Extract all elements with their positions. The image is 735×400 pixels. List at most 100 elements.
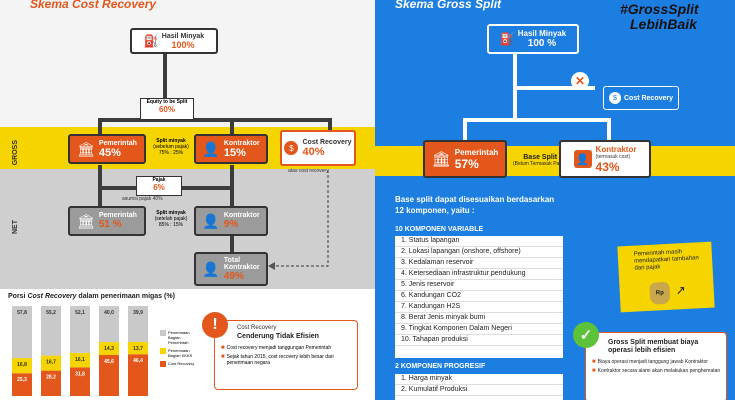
note-text: Pemerintah masih mendapatkan tambahan da… [633,249,699,272]
total-pct: 49% [223,270,244,282]
cost-recovery-box-right: $ Cost Recovery [603,86,679,110]
trend-up-icon: ↗ [675,282,687,298]
pipe-pem [98,118,102,134]
callout-item-text: Cost recovery menjadi tanggungan Pemerin… [226,345,332,351]
split-sub: (sebelum pajak) [153,144,189,150]
list-item: 8. Berat Jenis minyak bumi [395,313,563,324]
bar-value-label: 55,2 [46,310,56,316]
bar-segment [12,358,32,374]
kon-net-pct: 9% [223,219,239,230]
pipe-main [163,52,167,107]
bar-value-label: 39,9 [133,310,143,316]
pipe-kon [230,118,234,134]
callout-item-text: Sejak tahun 2015, cost recovery lebih be… [226,354,334,366]
eff-list: ■ Biaya operasi menjadi tanggung jawab K… [592,359,722,374]
prog-header: 2 KOMPONEN PROGRESIF [395,363,486,370]
base-split-sub: (Belum Termasuk Pajak) [513,161,568,167]
pajak-box: Pajak 6% [136,176,182,196]
right-title: Skema Gross Split [395,0,502,11]
bar-segment [99,342,119,355]
eff-item: ■ Kontraktor secara alami akan melakukan… [592,368,722,374]
bar-segment [41,370,61,396]
net-label: NET [12,220,19,234]
oil-pump-icon: ⛽ [499,32,515,46]
chart-legend: Penerimaan Bagian Pemerintah Penerimaan … [160,330,200,367]
legend-item: Cost Recovery [160,361,200,367]
split2-ratio: 85% : 15% [158,222,184,228]
pajak-note: asumsi pajak 40% [122,196,163,202]
hasil-pct-right: 100 % [527,38,557,49]
list-item: 1. Harga minyak [395,374,563,385]
dollar-icon: $ [608,92,621,104]
callout-title-b: Cenderung Tidak Efisien [237,333,319,340]
list-item: 9. Tingkat Komponen Dalam Negeri [395,324,563,335]
government-building-icon: 🏛 [77,212,95,229]
hasil-minyak-box: ⛽ Hasil Minyak 100% [130,28,218,54]
legend-swatch [160,348,166,354]
person-icon: 👤 [202,140,220,157]
porsi-title: Porsi Cost Recovery dalam penerimaan mig… [8,293,175,300]
callout-item: ■ Cost recovery menjadi tanggungan Pemer… [221,345,351,351]
pem-net-pct: 51 % [98,219,122,230]
bar-segment [41,306,61,356]
bar-value-label: 45,6 [104,359,114,365]
bar-segment [70,352,90,368]
split-label: Split minyak [156,138,186,144]
person-icon: 👤 [202,212,220,229]
equity-box: Equity to be Split 60% [140,98,194,120]
legend-item: Penerimaan Bagian Pemerintah [160,330,200,345]
bar-segment [128,306,148,342]
pemerintah-gross-box: 🏛 Pemerintah 45% [68,134,146,164]
sticky-note: Pemerintah masih mendapatkan tambahan da… [617,241,715,313]
bar-segment [70,306,90,353]
bar-segment [70,367,90,396]
total-label2: Kontraktor [223,263,260,271]
split2-label: Split minyak [156,210,186,216]
pemerintah-pct-right: 57% [454,156,479,171]
bar-value-label: 40,0 [104,310,114,316]
list-item: 2. Lokasi lapangan (onshore, offshore) [395,247,563,258]
pipe-pem-right [463,118,467,144]
bar-segment [99,306,119,343]
list-item: 4. Ketersediaan infrastruktur pendukung [395,269,563,280]
checkmark-icon: ✓ [573,322,599,348]
bar-value-label: 25,3 [17,377,27,383]
cost-recovery-panel: Skema Cost Recovery GROSS NET ⛽ Hasil Mi… [0,0,375,400]
bar-value-label: 14,3 [104,346,114,352]
callout-list: ■ Cost recovery menjadi tanggungan Pemer… [221,345,351,366]
person-icon: 👤 [202,260,220,277]
legend-label: Penerimaan Bagian Pemerintah [168,330,190,345]
kontraktor-box-right: 👤 Kontraktor (termasuk cost) 43% [559,140,651,178]
pipe-kon-right [607,118,611,144]
bar-value-label: 16,8 [17,362,27,368]
pipe-total [230,232,234,254]
person-icon: 👤 [573,150,592,168]
gross-label: GROSS [12,140,19,166]
gross-split-panel: Skema Gross Split #GrossSplit LebihBaik … [375,0,735,400]
kontraktor-sub-right: (termasuk cost) [595,153,630,160]
list-item: 2. Kumulatif Produksi [395,385,563,396]
legend-label: Penerimaan Bagian KKKS [168,348,193,358]
pipe-cr [328,118,332,134]
bar-value-label: 16,7 [46,360,56,366]
bar-value-label: 52,1 [75,310,85,316]
cr-to-total-arrow [268,170,329,270]
eff-item-text: Kontraktor secara alami akan melakukan p… [597,368,721,374]
hasil-label-right: Hasil Minyak [517,29,567,38]
cost-recovery-box: $ Cost Recovery 40% [280,130,356,166]
pajak-label: Pajak [152,177,166,183]
kon-net-label: Kontraktor [223,212,260,219]
pajak-pct: 6% [153,183,165,192]
list-item: 5. Jenis reservoir [395,280,563,291]
hashtag-1: #GrossSplit [620,1,699,17]
total-label: Total [223,256,241,264]
kontraktor-pct: 15% [223,146,246,159]
pipe-split [98,118,331,122]
warning-icon: ! [202,312,228,338]
hasil-pct: 100% [171,39,195,50]
bar-value-label: 46,4 [133,358,143,364]
list-item: 1. Status lapangan [395,236,563,247]
efficiency-box: Gross Split membuat biaya operasi lebih … [585,332,727,400]
money-bag-icon: Rp [649,281,671,305]
